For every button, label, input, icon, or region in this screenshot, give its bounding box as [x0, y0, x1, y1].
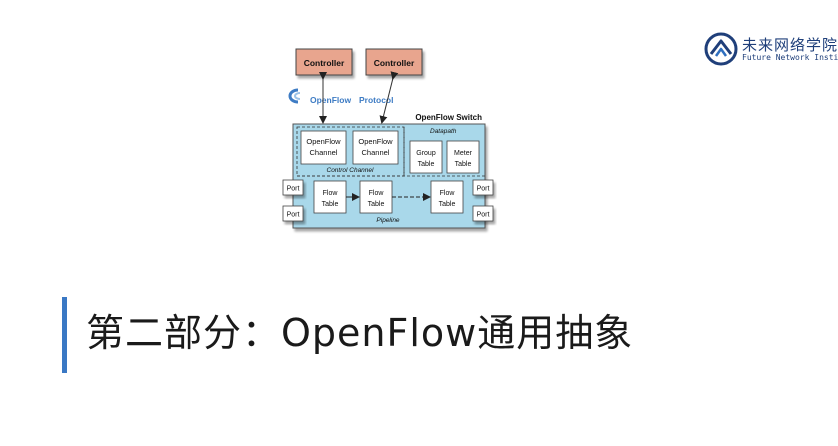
svg-text:Port: Port	[287, 186, 300, 193]
brand-logo: 未来网络学院 Future Network Institute	[704, 30, 838, 70]
openflow-channel-box-2: OpenFlow Channel	[352, 130, 399, 165]
title-accent-bar	[62, 297, 67, 373]
group-table-box: Group Table	[409, 140, 443, 174]
controller-channel-link	[379, 71, 399, 124]
svg-text:Flow: Flow	[440, 190, 456, 197]
control-channel-label: Control Channel	[327, 167, 375, 174]
svg-text:Channel: Channel	[362, 148, 390, 157]
svg-text:Meter: Meter	[454, 150, 473, 157]
port-box-left-2: Port	[282, 205, 304, 222]
datapath-label: Datapath	[430, 128, 457, 135]
control-channel-region	[296, 126, 405, 177]
protocol-label-protocol: Protocol	[359, 95, 393, 105]
svg-text:OpenFlow: OpenFlow	[306, 137, 341, 146]
brand-name-cn: 未来网络学院	[742, 36, 838, 54]
controller-box-2: Controller	[365, 48, 423, 76]
port-box-right-1: Port	[472, 179, 494, 196]
svg-text:Port: Port	[287, 212, 300, 219]
svg-text:Flow: Flow	[369, 190, 385, 197]
controller-label: Controller	[304, 58, 345, 68]
port-box-left-1: Port	[282, 179, 304, 196]
flow-table-box-1: Flow Table	[313, 180, 347, 214]
controller-box-1: Controller	[295, 48, 353, 76]
pipeline-label: Pipeline	[376, 217, 400, 224]
svg-text:Table: Table	[439, 201, 456, 208]
openflow-logo-icon	[288, 88, 301, 104]
svg-text:Group: Group	[416, 150, 436, 157]
protocol-label-openflow: OpenFlow	[310, 95, 351, 105]
svg-text:Table: Table	[455, 161, 472, 168]
svg-text:Table: Table	[368, 201, 385, 208]
svg-text:Port: Port	[477, 212, 490, 219]
svg-text:OpenFlow: OpenFlow	[358, 137, 393, 146]
brand-name-en: Future Network Institute	[742, 53, 838, 62]
svg-text:Table: Table	[418, 161, 435, 168]
controller-label: Controller	[374, 58, 415, 68]
flow-table-box-2: Flow Table	[359, 180, 393, 214]
svg-text:Port: Port	[477, 186, 490, 193]
section-title: 第二部分：OpenFlow通用抽象	[86, 311, 634, 355]
meter-table-box: Meter Table	[446, 140, 480, 174]
svg-text:Channel: Channel	[310, 148, 338, 157]
openflow-channel-box-1: OpenFlow Channel	[300, 130, 347, 165]
svg-text:Flow: Flow	[323, 190, 339, 197]
svg-text:Table: Table	[322, 201, 339, 208]
brand-emblem-icon	[704, 32, 738, 66]
switch-title: OpenFlow Switch	[415, 113, 482, 122]
port-box-right-2: Port	[472, 205, 494, 222]
flow-table-box-3: Flow Table	[430, 180, 464, 214]
